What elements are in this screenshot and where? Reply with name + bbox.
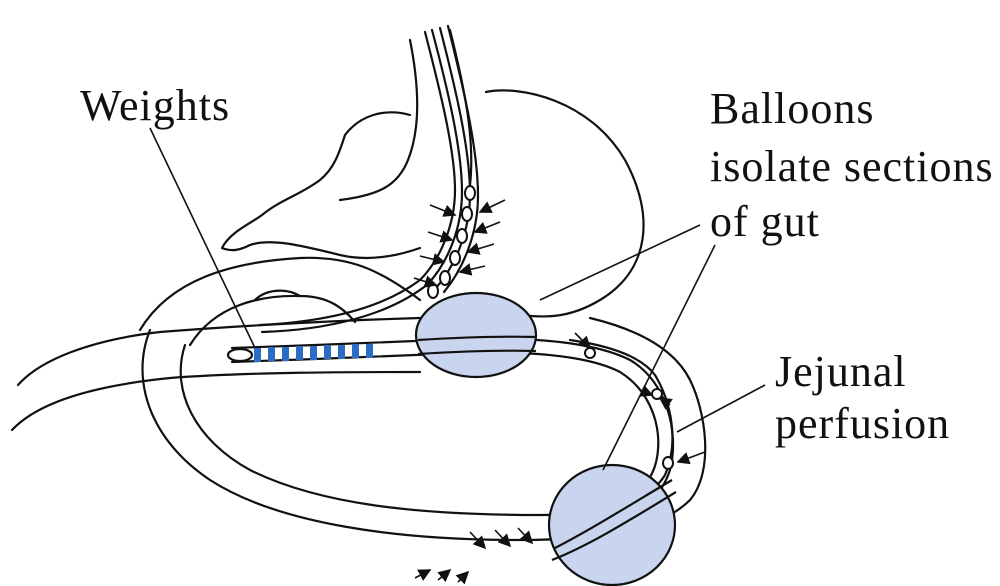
hole-6 — [428, 284, 438, 298]
weight-tip — [228, 349, 252, 361]
hole-9 — [663, 457, 673, 469]
label-jejunal-line1: Jejunal — [775, 348, 907, 396]
hole-3 — [457, 229, 467, 243]
leader-balloon-upper — [540, 225, 700, 300]
label-jejunal-line2: perfusion — [775, 400, 950, 448]
label-weights: Weights — [80, 82, 230, 130]
hole-1 — [465, 186, 475, 200]
gut-entry-bottom — [12, 372, 420, 430]
leader-weights — [150, 128, 255, 348]
balloon-lower — [549, 465, 675, 585]
hole-4 — [450, 251, 460, 265]
label-balloons-line2: isolate sections — [710, 143, 994, 191]
stomach-outline — [222, 90, 644, 316]
hole-7 — [585, 348, 595, 358]
label-balloons-line1: Balloons — [710, 85, 874, 133]
hole-2 — [462, 207, 472, 221]
hole-5 — [440, 271, 450, 285]
esophagus-left — [340, 40, 417, 200]
leader-jejunal — [677, 385, 765, 432]
balloon-upper — [416, 293, 536, 377]
label-balloons-line3: of gut — [710, 198, 820, 246]
